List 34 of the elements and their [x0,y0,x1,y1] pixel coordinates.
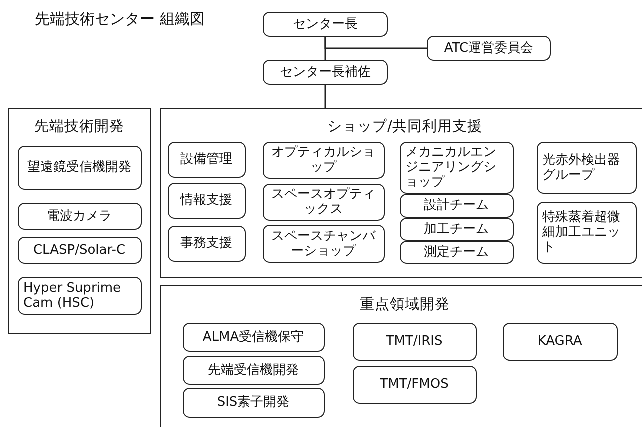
unit-box: ALMA受信機保守 [182,322,324,352]
unit-box: スペースチャンバーショップ [262,224,384,262]
unit-box: TMT/IRIS [352,322,476,360]
section-heading: ショップ/共同利用支援 [326,118,484,136]
section-heading: 重点領域開発 [359,296,451,314]
unit-box: メカニカルエンジニアリングショップ [400,142,514,194]
unit-box: 特殊蒸着超微細加工ユニット [536,202,636,264]
unit-box: センター長 [263,12,388,37]
unit-box: CLASP/Solar-C [18,236,142,264]
unit-box: 電波カメラ [18,202,142,230]
unit-box: TMT/FMOS [352,366,476,404]
connector-line [324,37,427,50]
unit-box: SIS素子開発 [182,388,324,418]
unit-box: 加工チーム [400,218,514,240]
unit-box: センター長補佐 [263,60,388,85]
unit-box: KAGRA [502,322,618,360]
diagram-title: 先端技術センター 組織図 [35,10,205,29]
connector-line [324,85,326,108]
unit-box: 光赤外検出器グループ [536,142,636,194]
unit-box: スペースオプティックス [262,184,384,220]
unit-box: Hyper Suprime Cam (HSC) [18,276,142,314]
section-panel [160,108,642,278]
unit-box: 望遠鏡受信機開発 [18,146,142,190]
unit-box: 設備管理 [168,142,246,178]
section-heading: 先端技術開発 [34,118,126,136]
unit-box: 情報支援 [168,182,246,218]
unit-box: 事務支援 [168,226,246,262]
unit-box: ATC運営委員会 [427,36,551,61]
unit-box: 測定チーム [400,240,514,264]
unit-box: 先端受信機開発 [182,356,324,384]
section-panel [8,108,151,334]
section-panel [160,285,642,427]
unit-box: オプティカルショップ [262,142,384,178]
unit-box: 設計チーム [400,194,514,218]
